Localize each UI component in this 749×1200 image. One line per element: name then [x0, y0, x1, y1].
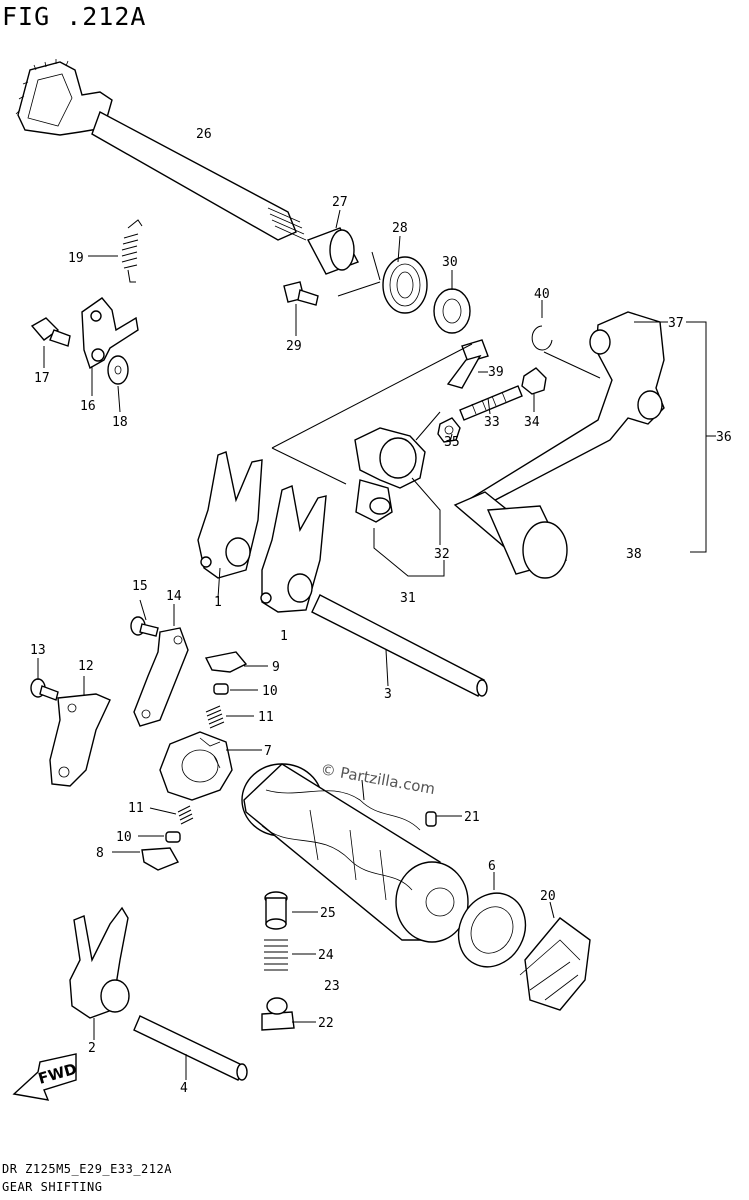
callout-36: 36 [716, 430, 732, 445]
callout-40: 40 [534, 287, 550, 302]
callout-37: 37 [668, 316, 684, 331]
part-11-spring-lower [177, 805, 194, 825]
part-11-spring-upper [205, 705, 225, 729]
part-16-stopper-plate [81, 297, 139, 370]
leader-lines [37, 209, 716, 1080]
callout-19: 19 [68, 251, 84, 266]
part-26-gearshift-shaft [15, 59, 307, 241]
footer-name: GEAR SHIFTING [2, 1180, 103, 1194]
part-29-bolt [283, 281, 319, 306]
part-27-collar [307, 227, 359, 275]
callout-10-lower: 10 [116, 830, 132, 845]
callout-31: 31 [400, 591, 416, 606]
part-13-screw [30, 678, 59, 701]
callout-2: 2 [88, 1041, 96, 1056]
part-6-washer [457, 892, 527, 968]
part-38-gearshift-lever [453, 311, 665, 579]
callout-11-upper: 11 [258, 710, 274, 725]
part-19-spring [121, 219, 143, 283]
part-34-nut [521, 367, 547, 395]
callout-20: 20 [540, 889, 556, 904]
callout-18: 18 [112, 415, 128, 430]
part-25-neutral-pin [264, 891, 288, 930]
callout-4: 4 [180, 1081, 188, 1096]
callout-34: 34 [524, 415, 540, 430]
callout-10-upper: 10 [262, 684, 278, 699]
callout-15: 15 [132, 579, 148, 594]
callout-28: 28 [392, 221, 408, 236]
part-12-retainer-plate [49, 693, 111, 787]
callout-8: 8 [96, 846, 104, 861]
part-4-fork-shaft [133, 1015, 248, 1081]
callout-24: 24 [318, 948, 334, 963]
callout-35: 35 [444, 435, 460, 450]
callout-13: 13 [30, 643, 46, 658]
callout-7: 7 [264, 744, 272, 759]
part-20-cam-stopper-gear [519, 917, 591, 1011]
part-18-washer [107, 355, 129, 385]
callout-12: 12 [78, 659, 94, 674]
part-2-shift-fork [69, 906, 130, 1019]
footer-code: DR Z125M5_E29_E33_212A [2, 1162, 172, 1176]
part-8-pawl-lower [141, 847, 180, 871]
part-14-stopper-plate [133, 627, 189, 727]
callout-21: 21 [464, 810, 480, 825]
part-22-plug [261, 997, 295, 1031]
watermark: © Partzilla.com [319, 760, 436, 798]
callout-38: 38 [626, 547, 642, 562]
part-7-gearshift-cam-driven-gear [159, 731, 233, 801]
part-31-gearshift-arm [354, 427, 426, 523]
callout-17: 17 [34, 371, 50, 386]
part-39-bolt [446, 339, 489, 389]
figure-title: FIG .212A [2, 2, 147, 31]
callout-30: 30 [442, 255, 458, 270]
part-9-pawl-upper [204, 651, 248, 673]
part-24-spring [264, 939, 288, 971]
part-35-nut [437, 417, 461, 443]
part-30-oil-seal [433, 288, 471, 334]
callout-1-lower: 1 [280, 629, 288, 644]
part-5-gearshift-cam [241, 763, 469, 943]
callout-22: 22 [318, 1016, 334, 1031]
callout-26: 26 [196, 127, 212, 142]
callout-9: 9 [272, 660, 280, 675]
part-1-shift-fork-lower [260, 485, 327, 613]
fwd-arrow-icon: FWD [12, 1053, 79, 1101]
callout-3: 3 [384, 687, 392, 702]
callout-1-upper: 1 [214, 595, 222, 610]
part-17-bolt [30, 317, 71, 347]
callout-labels: 26 27 28 19 30 40 37 29 39 17 16 18 33 3… [30, 127, 732, 1096]
callout-6: 6 [488, 859, 496, 874]
part-15-screw [130, 616, 159, 637]
callout-14: 14 [166, 589, 182, 604]
callout-33: 33 [484, 415, 500, 430]
part-3-fork-shaft [311, 594, 488, 697]
callout-39: 39 [488, 365, 504, 380]
part-10-pin-upper [213, 683, 229, 695]
callout-16: 16 [80, 399, 96, 414]
callout-29: 29 [286, 339, 302, 354]
part-40-circlip [531, 325, 553, 351]
part-1-shift-fork-upper [197, 451, 263, 579]
callout-32: 32 [434, 547, 450, 562]
part-28-return-spring [337, 251, 428, 314]
part-33-gearshift-rod [459, 385, 523, 421]
callout-27: 27 [332, 195, 348, 210]
callout-23: 23 [324, 979, 340, 994]
callout-11-lower: 11 [128, 801, 144, 816]
callout-25: 25 [320, 906, 336, 921]
part-10-pin-lower [165, 831, 181, 843]
